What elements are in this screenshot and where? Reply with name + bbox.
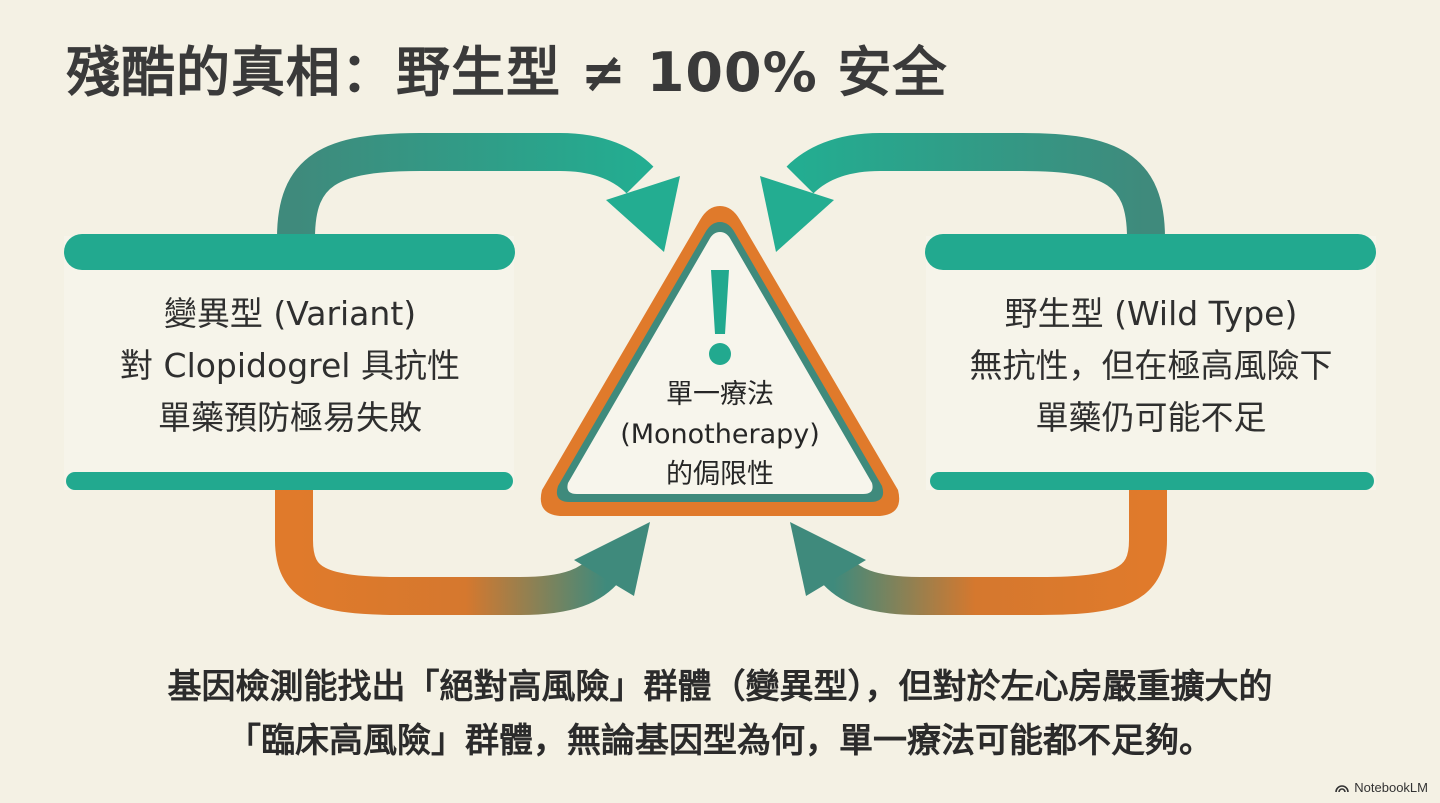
center-label-line: (Monotherapy) [620,419,820,450]
right-panel [925,234,1376,490]
right-panel-bottom-bar [930,472,1374,490]
center-label-line: 單一療法 [666,379,774,410]
left-panel-line: 單藥預防極易失敗 [158,398,422,437]
right-panel-line: 無抗性，但在極高風險下 [969,346,1333,385]
arrow-top-left [277,133,680,252]
summary-line: 基因檢測能找出「絕對高風險」群體（變異型），但對於左心房嚴重擴大的 [167,667,1273,707]
right-panel-top-bar [925,234,1376,270]
right-panel-line: 單藥仍可能不足 [1035,398,1267,437]
left-panel-top-bar [64,234,515,270]
arrow-top-right [760,133,1165,252]
right-panel-line: 野生型 (Wild Type) [1004,294,1298,333]
arrow-bottom-left [275,488,650,615]
center-label-line: 的侷限性 [666,459,774,490]
left-panel-line: 變異型 (Variant) [163,294,417,333]
brand-watermark: NotebookLM [1335,780,1428,795]
arrow-bottom-right [790,488,1167,615]
left-panel [64,234,515,490]
notebooklm-logo-icon [1335,784,1350,792]
warning-triangle [540,206,900,516]
center-label: 單一療法 (Monotherapy) 的侷限性 [590,375,850,495]
right-panel-text: 野生型 (Wild Type) 無抗性，但在極高風險下 單藥仍可能不足 [928,288,1374,444]
left-panel-text: 變異型 (Variant) 對 Clopidogrel 具抗性 單藥預防極易失敗 [70,288,510,444]
left-panel-line: 對 Clopidogrel 具抗性 [120,346,460,385]
summary-line: 「臨床高風險」群體，無論基因型為何，單一療法可能都不足夠。 [227,721,1213,761]
summary-text: 基因檢測能找出「絕對高風險」群體（變異型），但對於左心房嚴重擴大的 「臨床高風險… [40,660,1400,768]
left-panel-bottom-bar [66,472,513,490]
warning-exclamation-icon [709,270,731,365]
brand-label: NotebookLM [1354,780,1428,795]
slide-title: 殘酷的真相：野生型 ≠ 100% 安全 [66,41,948,104]
